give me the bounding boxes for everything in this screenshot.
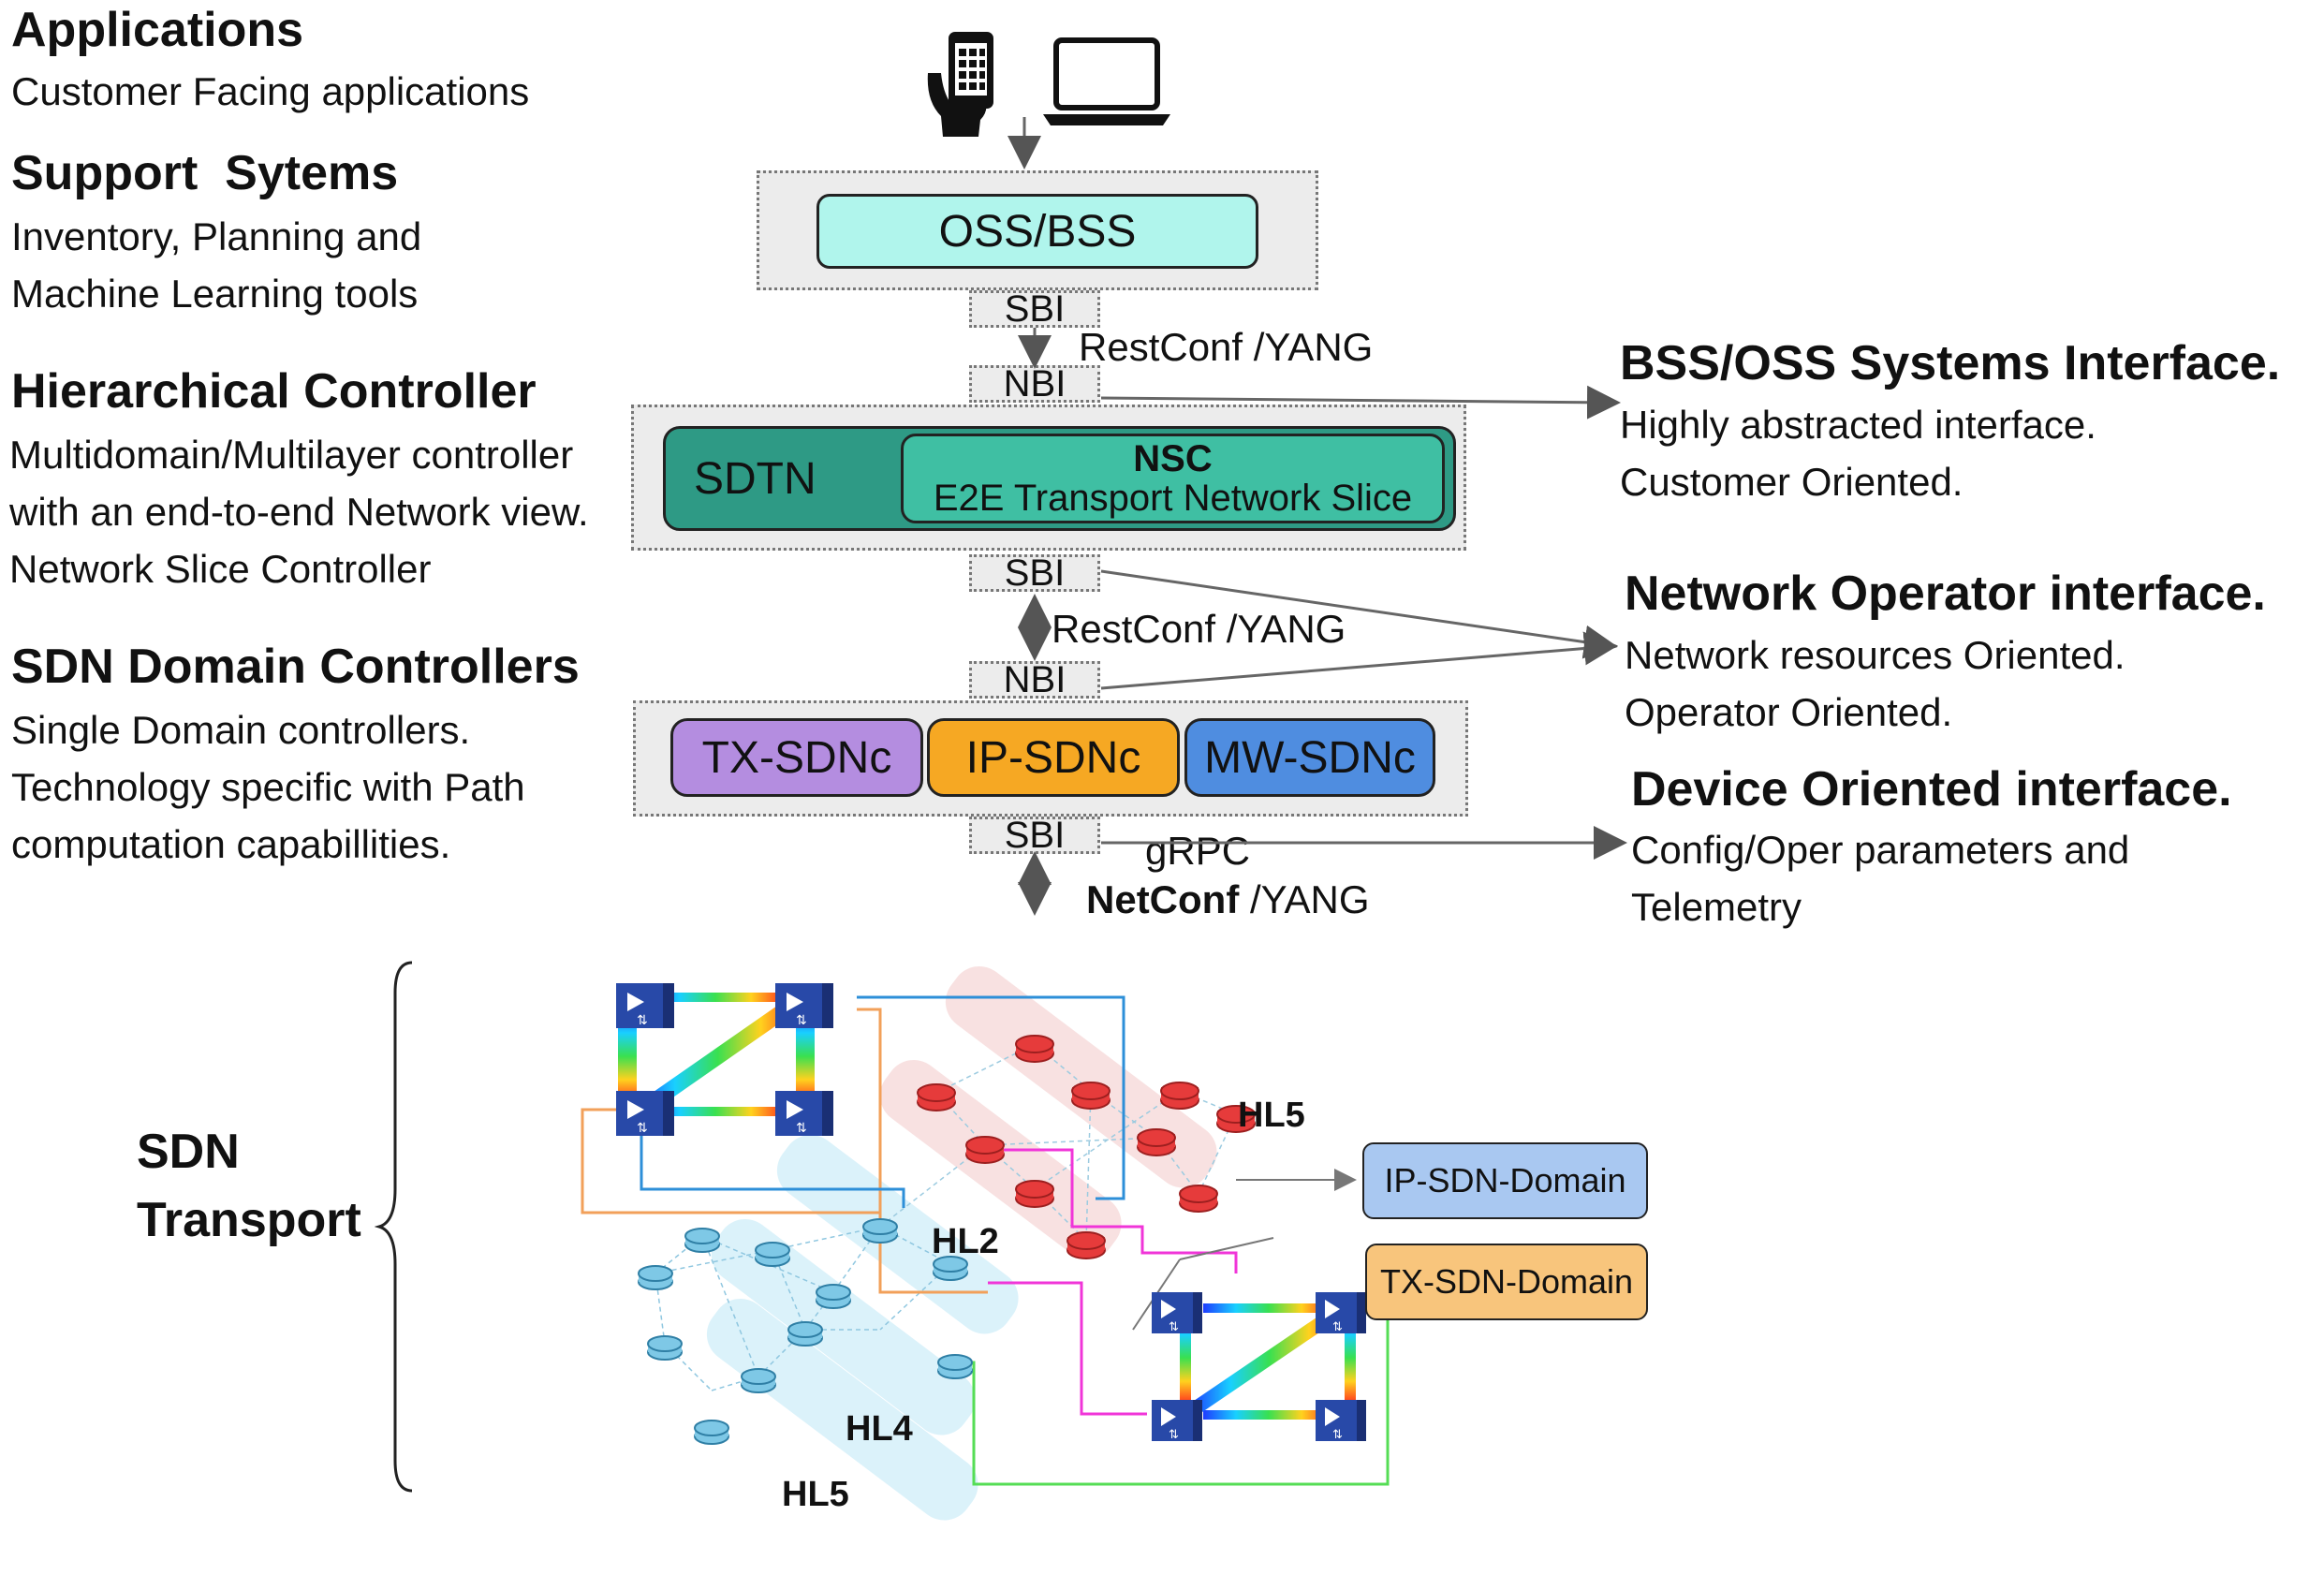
sbi-label-2: SBI xyxy=(969,552,1100,594)
ip-routers-blue xyxy=(638,1218,973,1445)
support-systems-title: Support Sytems xyxy=(11,146,399,200)
bss-oss-interface-line2: Customer Oriented. xyxy=(1620,460,1964,504)
svg-text:⇅: ⇅ xyxy=(796,1013,807,1028)
sbi-label-3: SBI xyxy=(969,815,1100,856)
support-systems-line1: Inventory, Planning and xyxy=(11,214,422,258)
optical-ring-right xyxy=(1180,1303,1356,1420)
bss-oss-interface-title: BSS/OSS Systems Interface. xyxy=(1620,336,2281,390)
nbi-label-2: NBI xyxy=(969,659,1100,700)
arrow-to-bss-interface xyxy=(1100,385,1621,420)
tx-sdnc-label: TX-SDNc xyxy=(701,732,892,783)
network-topology: ⇅ ⇅ ⇅ ⇅ ⇅ ⇅ ⇅ ⇅ xyxy=(581,966,1390,1521)
nbi-label-1: NBI xyxy=(969,363,1100,405)
link-gray-to-tx-domain xyxy=(1179,1237,1274,1260)
sdn-domain-controllers-title: SDN Domain Controllers xyxy=(11,640,580,694)
svg-text:⇅: ⇅ xyxy=(637,1013,648,1028)
svg-text:⇅: ⇅ xyxy=(796,1121,807,1136)
arrow-nbi2-to-netop xyxy=(1100,631,1618,690)
laptop-icon xyxy=(1043,37,1170,125)
hierarchical-controller-line1: Multidomain/Multilayer controller xyxy=(9,433,574,477)
svg-text:⇅: ⇅ xyxy=(1332,1428,1343,1442)
sdtn-label: SDTN xyxy=(694,453,816,504)
network-operator-interface-line1: Network resources Oriented. xyxy=(1625,633,2125,677)
hl-blue-bands xyxy=(706,1135,1019,1521)
tx-sdnc-box: TX-SDNc xyxy=(670,718,923,797)
hierarchical-controller-line3: Network Slice Controller xyxy=(9,547,432,591)
link-blue-top xyxy=(857,995,1125,1200)
sdn-domain-controllers-line2: Technology specific with Path xyxy=(11,765,525,809)
link-orange xyxy=(857,1008,988,1294)
bss-oss-interface-line1: Highly abstracted interface. xyxy=(1620,403,2096,447)
hl4-label: HL4 xyxy=(846,1409,913,1449)
svg-text:⇅: ⇅ xyxy=(1332,1320,1343,1334)
netconf-yang-suffix: /YANG xyxy=(1239,877,1370,921)
network-operator-interface-line2: Operator Oriented. xyxy=(1625,690,1953,734)
nsc-subtitle: E2E Transport Network Slice xyxy=(933,478,1413,519)
ip-sdnc-label: IP-SDNc xyxy=(965,732,1141,783)
hl2-label: HL2 xyxy=(932,1222,999,1261)
sdn-transport-label-line2: Transport xyxy=(137,1193,361,1247)
nsc-title: NSC xyxy=(1133,438,1213,479)
curly-brace xyxy=(375,961,413,1493)
mw-sdnc-label: MW-SDNc xyxy=(1204,732,1416,783)
svg-text:⇅: ⇅ xyxy=(1169,1428,1179,1442)
link-magenta-2 xyxy=(988,1281,1147,1416)
sdn-domain-controllers-line3: computation capabillities. xyxy=(11,822,451,866)
applications-desc: Customer Facing applications xyxy=(11,69,530,113)
tx-sdn-domain-box: TX-SDN-Domain xyxy=(1365,1244,1648,1320)
netconf-bold: NetConf xyxy=(1086,877,1240,921)
sbi-label-1: SBI xyxy=(969,288,1100,330)
arrow-sbi2-to-netop xyxy=(1100,569,1618,659)
device-oriented-interface-line1: Config/Oper parameters and xyxy=(1631,828,2130,872)
ip-routers-red xyxy=(917,1035,1256,1259)
restconf-yang-label-1: RestConf /YANG xyxy=(1079,325,1374,369)
restconf-yang-label-2: RestConf /YANG xyxy=(1052,607,1346,651)
oss-bss-label: OSS/BSS xyxy=(938,206,1137,257)
hl5-top-label: HL5 xyxy=(1238,1096,1305,1136)
support-systems-line2: Machine Learning tools xyxy=(11,272,419,316)
hl5-top-text: HL5 xyxy=(1238,1096,1305,1135)
smartphone-hand-icon xyxy=(927,32,993,137)
optical-switches: ⇅ ⇅ ⇅ ⇅ ⇅ ⇅ ⇅ ⇅ xyxy=(616,983,1366,1442)
applications-title: Applications xyxy=(11,3,304,57)
link-green xyxy=(960,1309,1390,1486)
svg-text:⇅: ⇅ xyxy=(1169,1320,1179,1334)
netconf-yang-label: NetConf /YANG xyxy=(1086,871,1370,928)
ip-sdn-domain-box: IP-SDN-Domain xyxy=(1362,1142,1648,1219)
svg-text:⇅: ⇅ xyxy=(637,1121,648,1136)
tx-sdn-domain-label: TX-SDN-Domain xyxy=(1379,1262,1634,1301)
hl5-bottom-label: HL5 xyxy=(782,1475,849,1514)
nsc-box: NSC E2E Transport Network Slice xyxy=(901,434,1445,523)
hierarchical-controller-line2: with an end-to-end Network view. xyxy=(9,490,589,534)
grpc-label: gRPC xyxy=(1145,829,1251,873)
device-oriented-interface-line2: Telemetry xyxy=(1631,885,1802,929)
hierarchical-controller-title: Hierarchical Controller xyxy=(11,364,537,419)
sdn-domain-controllers-line1: Single Domain controllers. xyxy=(11,708,471,752)
sdn-transport-label-line1: SDN xyxy=(137,1125,240,1179)
oss-bss-box: OSS/BSS xyxy=(816,194,1258,269)
mw-sdnc-box: MW-SDNc xyxy=(1184,718,1435,797)
link-orange-left xyxy=(581,1108,880,1214)
ip-sdn-domain-label: IP-SDN-Domain xyxy=(1384,1161,1626,1200)
optical-ring-left xyxy=(618,993,815,1116)
device-oriented-interface-title: Device Oriented interface. xyxy=(1631,762,2232,817)
network-operator-interface-title: Network Operator interface. xyxy=(1625,567,2266,621)
ip-sdnc-box: IP-SDNc xyxy=(927,718,1180,797)
link-magenta-1 xyxy=(988,1148,1238,1273)
link-blue-left xyxy=(640,1110,905,1208)
